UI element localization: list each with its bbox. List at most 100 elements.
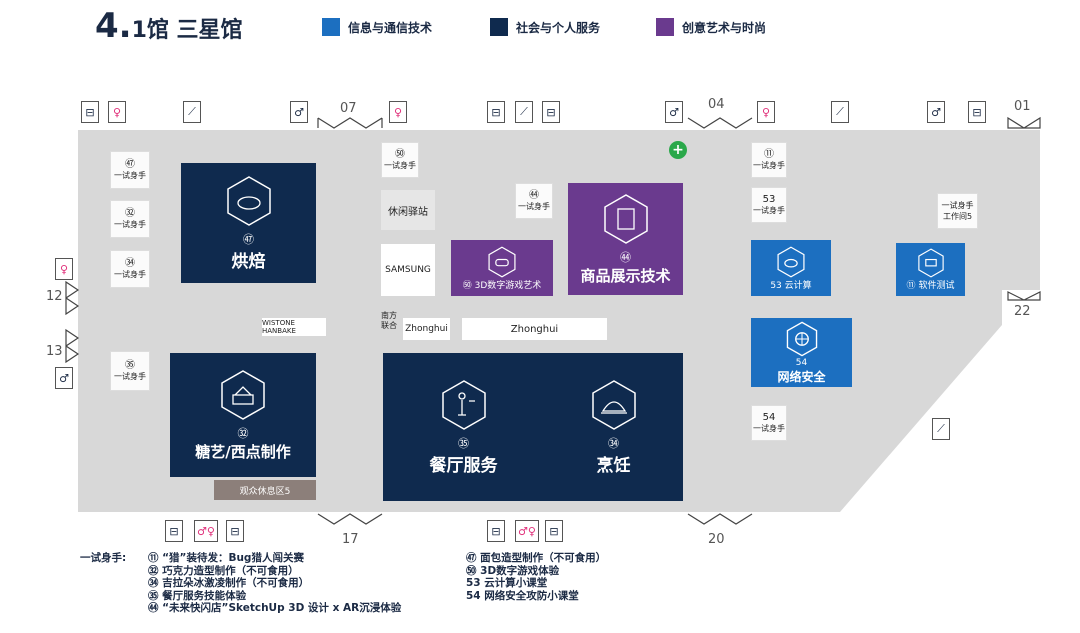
try-station-32[interactable]: ㉜ 一试身手 — [110, 200, 150, 238]
elevator-icon: ⊟ — [487, 101, 505, 123]
try-label: 一试身手 — [753, 424, 785, 433]
page-title: 4.1馆 三星馆 — [95, 6, 243, 46]
try-number: ㉟ — [125, 360, 135, 371]
cloche-icon — [591, 379, 636, 430]
booth-sugar-art[interactable]: ㉜ 糖艺/西点制作 — [170, 353, 316, 477]
male-restroom-icon: ♂ — [290, 101, 308, 123]
male-restroom-icon: ♂ — [55, 367, 73, 389]
elevator-icon: ⊟ — [542, 101, 560, 123]
try-station-53[interactable]: 53 一试身手 — [751, 187, 787, 223]
try-number: ㊹ — [529, 190, 539, 201]
laptop-icon — [917, 248, 944, 278]
restroom-icon: ♂♀ — [194, 520, 218, 542]
booth-baking[interactable]: ㊼ 烘焙 — [181, 163, 316, 283]
cloud-icon — [777, 246, 805, 277]
female-restroom-icon: ♀ — [55, 258, 73, 280]
elevator-icon: ⊟ — [487, 520, 505, 542]
try-label: 一试身手 — [518, 202, 550, 211]
booth-cooking[interactable]: ㉞ 烹饪 — [591, 379, 637, 476]
legend-label-ict: 信息与通信技术 — [348, 20, 433, 35]
gate-01: 01 — [1014, 99, 1031, 114]
booth-number: ㉜ — [237, 426, 249, 440]
try-label: 一试身手 — [114, 171, 146, 180]
booth-name: 烹饪 — [596, 455, 631, 476]
escalator-icon: ⟋ — [932, 418, 950, 440]
booth-name: 3D数字游戏艺术 — [474, 280, 542, 291]
try-station-54[interactable]: 54 一试身手 — [751, 405, 787, 441]
try-station-44[interactable]: ㊹ 一试身手 — [515, 183, 553, 219]
try-number: 53 — [762, 194, 776, 205]
notes-heading: 一试身手: — [80, 552, 127, 564]
booth-name: 商品展示技术 — [580, 266, 671, 285]
booth-name: 糖艺/西点制作 — [195, 442, 291, 461]
note-item: 54 网络安全攻防小课堂 — [466, 589, 579, 602]
bread-icon — [226, 175, 271, 226]
elevator-icon: ⊟ — [968, 101, 986, 123]
title-hall: 1馆 三星馆 — [131, 18, 243, 43]
female-restroom-icon: ♀ — [757, 101, 775, 123]
booth-name: 餐厅服务 — [429, 455, 498, 476]
rest-station: 休闲驿站 — [381, 190, 435, 230]
try-number: ㉞ — [125, 258, 135, 269]
booth-name: 软件测试 — [918, 281, 955, 291]
try-station-35[interactable]: ㉟ 一试身手 — [110, 351, 150, 391]
elevator-icon: ⊟ — [165, 520, 183, 542]
try-station-50[interactable]: ㊿ 一试身手 — [381, 142, 419, 178]
first-aid-icon: + — [669, 141, 687, 159]
gate-13: 13 — [46, 344, 63, 359]
escalator-icon: ⟋ — [831, 101, 849, 123]
display-stand-icon — [603, 193, 648, 244]
try-label: 一试身手 — [114, 372, 146, 381]
try-label: 一试身手 — [753, 161, 785, 170]
legend-creative: 创意艺术与时尚 — [656, 18, 766, 36]
male-restroom-icon: ♂ — [665, 101, 683, 123]
try-number: ㊿ — [395, 149, 405, 160]
booth-network[interactable]: 54 网络安全 — [751, 318, 852, 387]
try-number: 54 — [762, 412, 776, 423]
booth-name: 网络安全 — [777, 369, 826, 384]
booth-software[interactable]: ⑪ 软件测试 — [896, 243, 965, 296]
try-label: 一试身手 — [114, 270, 146, 279]
globe-icon — [786, 321, 817, 356]
booth-number: ⑪ — [906, 281, 916, 291]
try-station-11[interactable]: ⑪ 一试身手 — [751, 142, 787, 178]
title-number: 4. — [95, 6, 132, 46]
nanfang-label: 南方 联合 — [381, 311, 397, 330]
try-number: ㉜ — [125, 208, 135, 219]
try-station-34[interactable]: ㉞ 一试身手 — [110, 250, 150, 288]
restroom-icon: ♂♀ — [515, 520, 539, 542]
booth-number: ㊿ — [462, 280, 472, 291]
booth-name: 云计算 — [784, 280, 812, 291]
gate-07: 07 — [340, 101, 357, 116]
studio-5[interactable]: 一试身手 工作间5 — [937, 193, 978, 229]
escalator-icon: ⟋ — [183, 101, 201, 123]
booth-display[interactable]: ㊹ 商品展示技术 — [568, 183, 683, 295]
wistone-booth: WISTONE HANBAKE — [262, 318, 326, 336]
gamepad-icon — [488, 246, 516, 277]
try-station-47[interactable]: ㊼ 一试身手 — [110, 151, 150, 189]
booth-3d-game[interactable]: ㊿ 3D数字游戏艺术 — [451, 240, 553, 296]
try-label: 一试身手 — [753, 206, 785, 215]
notes-left: ⑪ “猎”装待发：Bug猎人闯关赛 ㉜ 巧克力造型制作（不可食用） ㉞ 吉拉朵冰… — [148, 552, 401, 615]
booth-restaurant[interactable]: ㉟ 餐厅服务 — [430, 379, 498, 476]
note-item: ㊹ “未来快闪店”SketchUp 3D 设计 x AR沉浸体验 — [148, 602, 402, 614]
gate-17: 17 — [342, 532, 359, 547]
booth-cloud[interactable]: 53 云计算 — [751, 240, 831, 296]
waiter-icon — [441, 379, 486, 430]
booth-name: 烘焙 — [231, 251, 266, 272]
try-number: ⑪ — [764, 149, 774, 160]
note-item: 53 云计算小课堂 — [466, 577, 548, 589]
note-item: ⑪ “猎”装待发：Bug猎人闯关赛 — [148, 552, 304, 564]
note-item: ㉜ 巧克力造型制作（不可食用） — [148, 564, 299, 577]
zhonghui-large: Zhonghui — [462, 318, 607, 340]
studio-label-2: 工作间5 — [942, 212, 973, 221]
elevator-icon: ⊟ — [81, 101, 99, 123]
booth-number: ㉟ — [458, 436, 469, 450]
booth-number: ㉞ — [608, 436, 619, 450]
try-label: 一试身手 — [114, 220, 146, 229]
note-item: ㉞ 吉拉朵冰激凌制作（不可食用） — [148, 577, 310, 589]
legend-swatch-ict — [322, 18, 340, 36]
try-number: ㊼ — [125, 159, 135, 170]
samsung-booth: SAMSUNG — [381, 244, 435, 296]
